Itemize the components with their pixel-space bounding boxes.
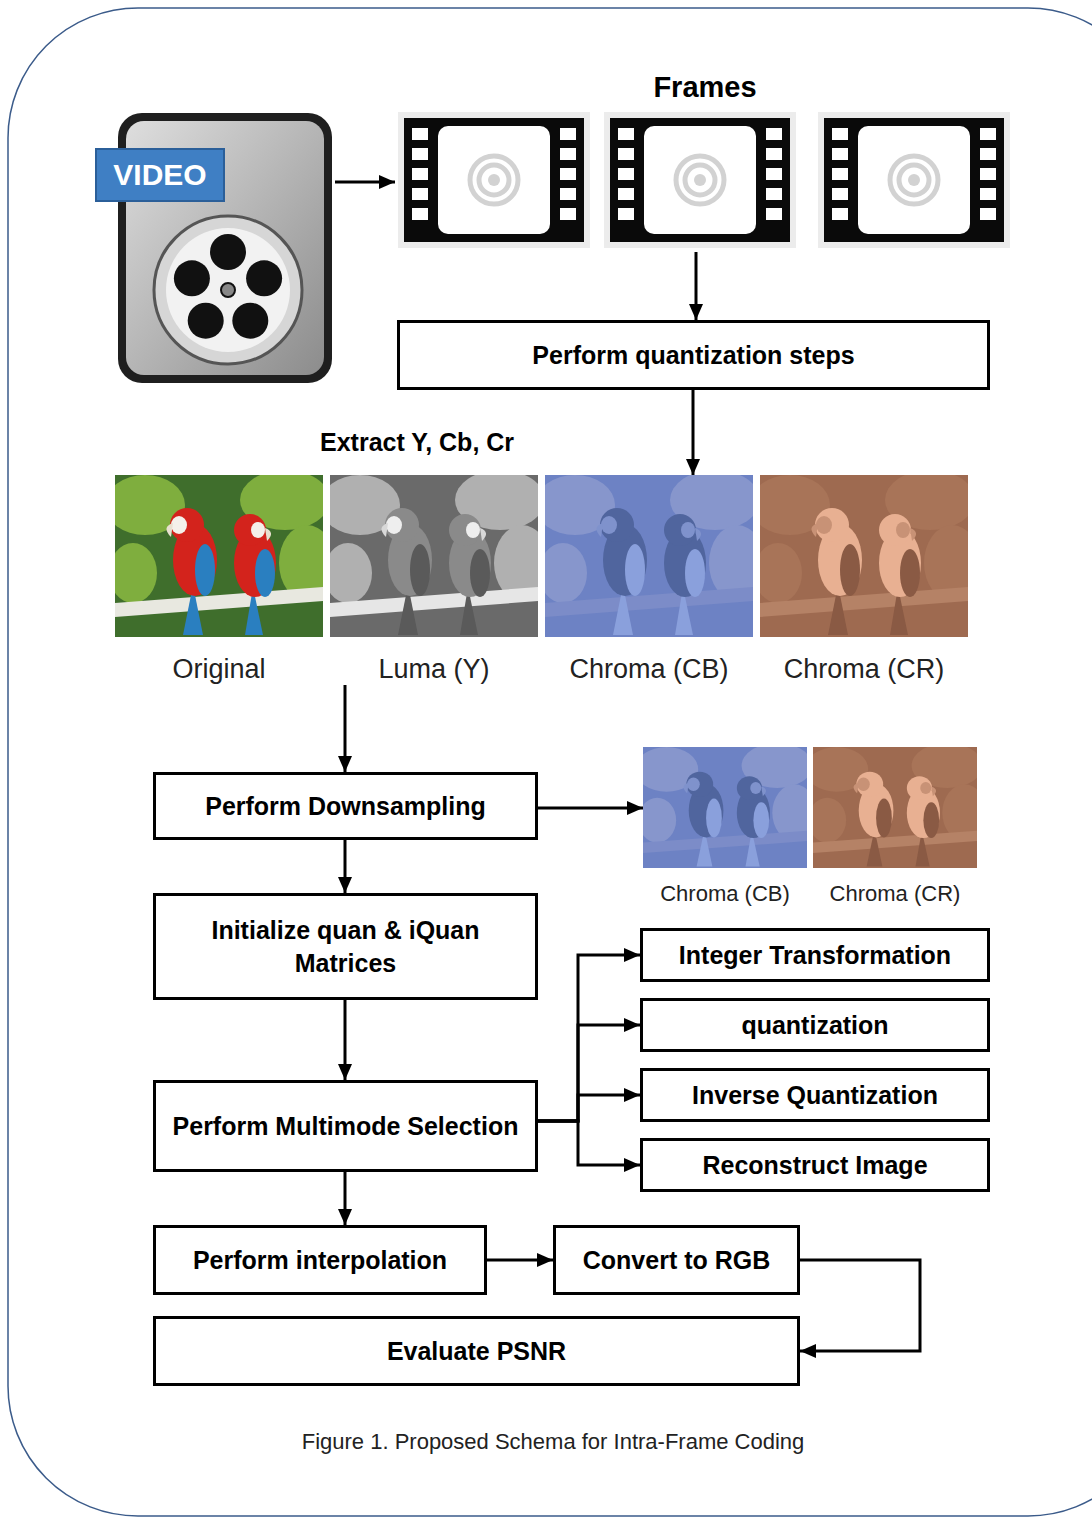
image-thumbnail: Chroma (CB): [643, 747, 807, 907]
flow-arrow: [538, 1095, 640, 1121]
parrot-photo: [105, 470, 335, 637]
reel-hub: [221, 283, 235, 297]
box-label: Perform interpolation: [193, 1244, 447, 1277]
reel-hole: [246, 260, 282, 296]
chroma-red-thumbnail: [805, 743, 986, 868]
flow-arrow: [800, 1260, 920, 1351]
film-frame: [398, 112, 590, 248]
flow-arrow: [692, 390, 695, 475]
process-box: Perform quantization steps: [397, 320, 990, 390]
box-label: Perform quantization steps: [532, 339, 854, 372]
image-caption: Chroma (CB): [660, 881, 790, 907]
step-box: Integer Transformation: [640, 928, 990, 982]
chroma-red-photo: [750, 470, 980, 637]
box-label: Initialize quan & iQuan Matrices: [170, 914, 521, 979]
flow-arrow: [487, 1259, 553, 1262]
image-caption: Luma (Y): [378, 653, 489, 685]
reel-hole: [174, 260, 210, 296]
step-box: Reconstruct Image: [640, 1138, 990, 1192]
flow-arrow: [344, 840, 347, 893]
flow-arrow: [344, 1172, 347, 1225]
flow-arrow: [344, 1000, 347, 1080]
image-caption: Chroma (CR): [784, 653, 945, 685]
frames-group: Frames: [395, 72, 1015, 252]
reel-hole: [210, 234, 246, 270]
flow-arrow: [335, 181, 395, 184]
film-reel: [154, 216, 302, 364]
process-box: Perform Downsampling: [153, 772, 538, 840]
image-panel: Chroma (CB): [545, 475, 753, 685]
box-label: Convert to RGB: [583, 1244, 771, 1277]
step-box: quantization: [640, 998, 990, 1052]
flow-arrow: [538, 955, 640, 1121]
video-icon: VIDEO: [115, 110, 335, 385]
chroma-blue-thumbnail: [635, 743, 816, 868]
film-frame: [818, 112, 1010, 248]
flow-arrow: [538, 1025, 640, 1121]
image-panel: Chroma (CR): [760, 475, 968, 685]
process-box: Perform Multimode Selection: [153, 1080, 538, 1172]
step-box: Inverse Quantization: [640, 1068, 990, 1122]
image-panel: Luma (Y): [330, 475, 538, 685]
flow-arrow: [538, 1121, 640, 1165]
process-box: Perform interpolation: [153, 1225, 487, 1295]
reel-hole: [188, 303, 224, 339]
process-box: Convert to RGB: [553, 1225, 800, 1295]
film-reel: [166, 228, 290, 352]
film-frame: [604, 112, 796, 248]
process-box: Evaluate PSNR: [153, 1316, 800, 1386]
chroma-blue-photo: [535, 470, 765, 637]
box-label: Perform Downsampling: [205, 790, 486, 823]
icon-label: VIDEO: [95, 148, 225, 202]
flow-arrow: [344, 685, 347, 772]
frame-border: [8, 8, 1092, 1516]
image-caption: Chroma (CR): [830, 881, 961, 907]
image-panel: Original: [115, 475, 323, 685]
box-label: Evaluate PSNR: [387, 1335, 566, 1368]
box-label: Reconstruct Image: [702, 1149, 927, 1182]
process-box: Initialize quan & iQuan Matrices: [153, 893, 538, 1000]
luma-photo: [320, 470, 550, 637]
section-label: Extract Y, Cb, Cr: [320, 428, 514, 457]
image-thumbnail: Chroma (CR): [813, 747, 977, 907]
image-caption: Chroma (CB): [569, 653, 728, 685]
flow-arrow: [538, 807, 643, 810]
box-label: quantization: [741, 1009, 888, 1042]
box-label: Integer Transformation: [679, 939, 951, 972]
box-label: Perform Multimode Selection: [173, 1110, 519, 1143]
group-heading: Frames: [653, 72, 756, 104]
reel-hole: [232, 303, 268, 339]
image-caption: Original: [172, 653, 265, 685]
flow-arrow: [695, 252, 698, 320]
box-label: Inverse Quantization: [692, 1079, 938, 1112]
figure-caption: Figure 1. Proposed Schema for Intra-Fram…: [302, 1429, 805, 1455]
